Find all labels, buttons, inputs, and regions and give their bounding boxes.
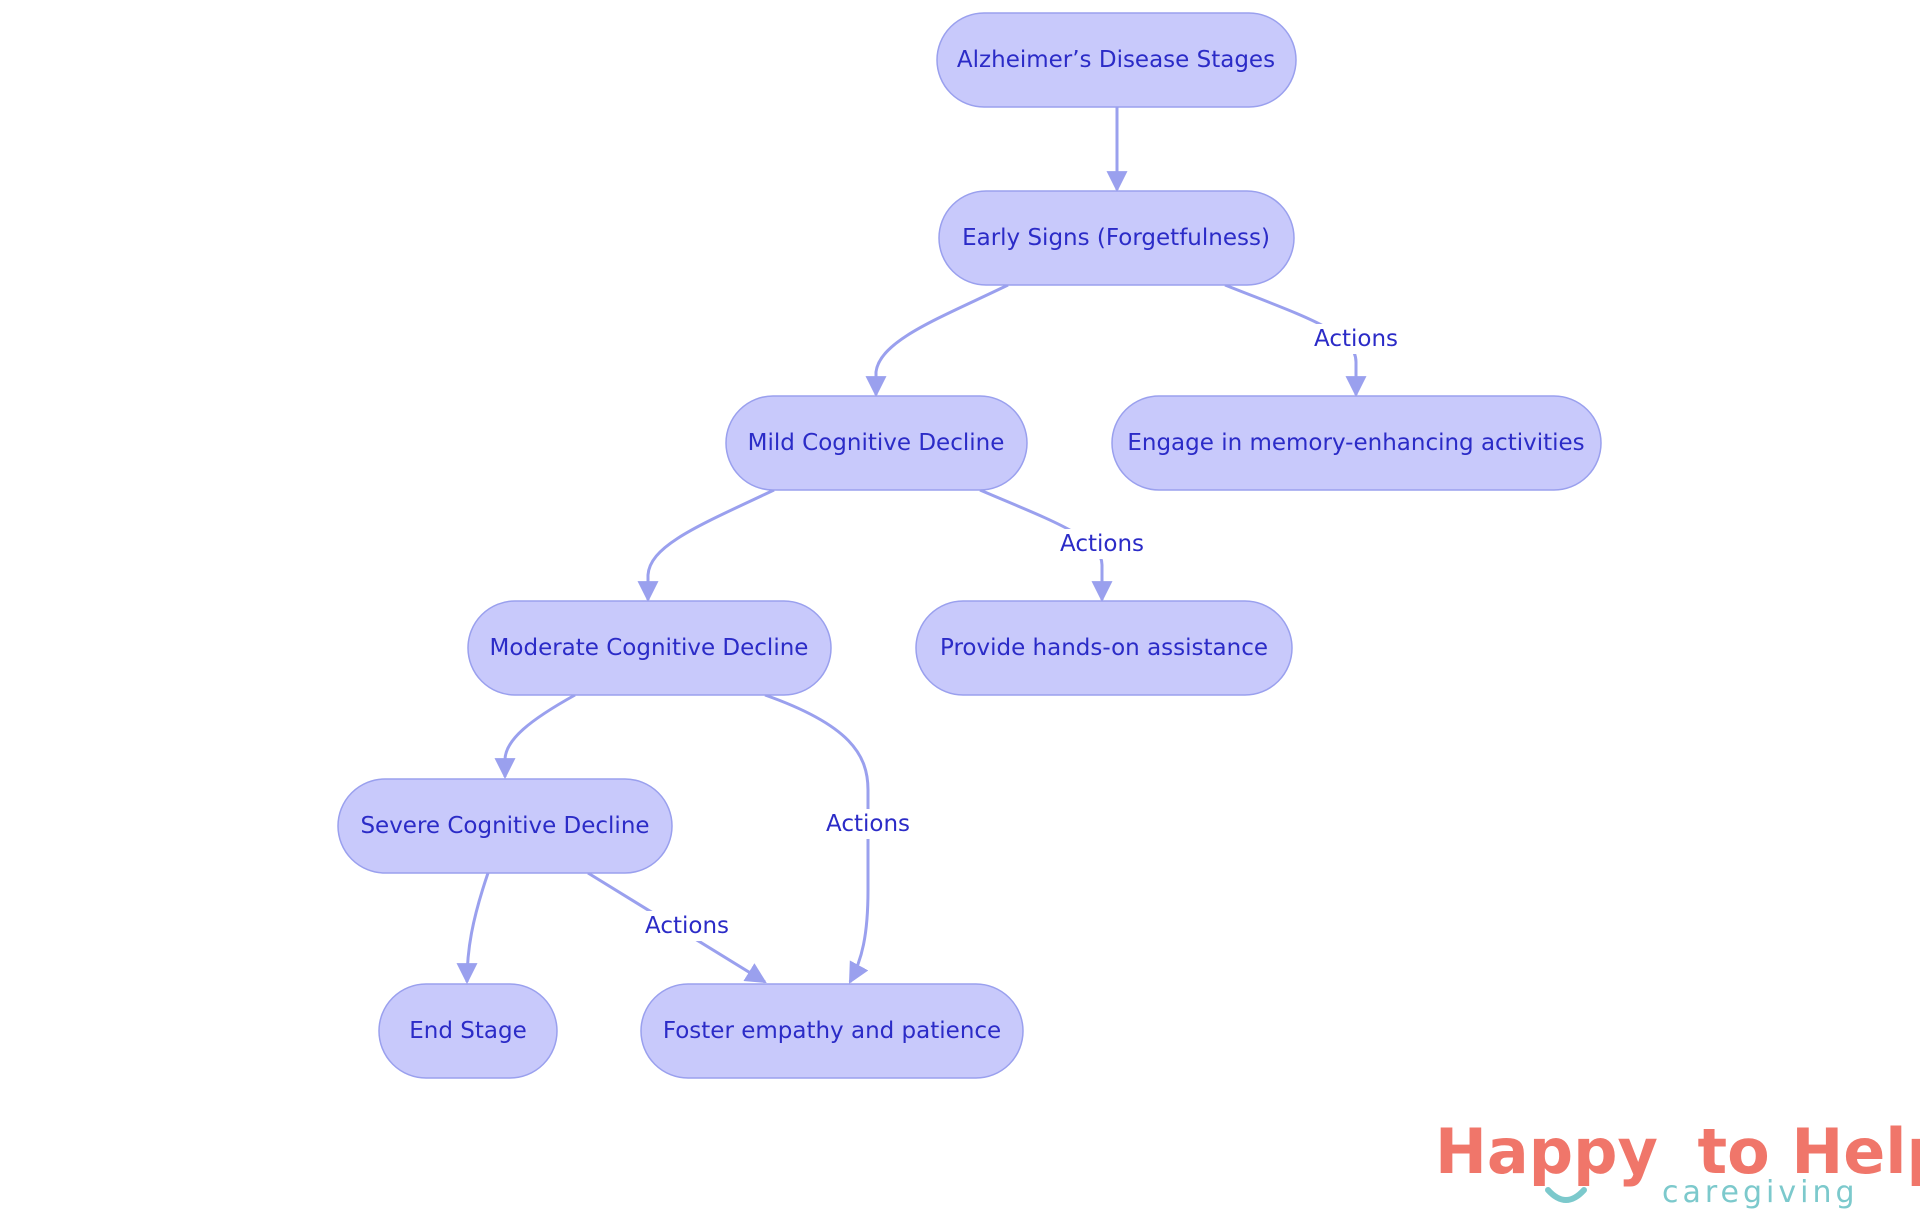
node-label: Foster empathy and patience bbox=[663, 1018, 1001, 1044]
edge-label-text: Actions bbox=[826, 811, 910, 837]
node-root: Alzheimer’s Disease Stages bbox=[936, 12, 1297, 108]
node-severe-decline: Severe Cognitive Decline bbox=[337, 778, 673, 874]
node-label: End Stage bbox=[409, 1018, 526, 1044]
logo-tagline: caregiving bbox=[1662, 1175, 1859, 1210]
edge-label-text: Actions bbox=[1060, 531, 1144, 557]
node-label: Alzheimer’s Disease Stages bbox=[957, 47, 1275, 73]
node-engage: Engage in memory-enhancing activities bbox=[1111, 395, 1602, 491]
edge-moderate-foster bbox=[764, 693, 870, 984]
edge-label-early-engage: Actions bbox=[1313, 324, 1399, 354]
edge-label-severe-foster: Actions bbox=[644, 911, 730, 941]
node-early-signs: Early Signs (Forgetfulness) bbox=[938, 190, 1295, 286]
node-foster-empathy: Foster empathy and patience bbox=[640, 983, 1024, 1079]
node-label: Engage in memory-enhancing activities bbox=[1127, 430, 1584, 456]
edge-label-text: Actions bbox=[1314, 326, 1398, 352]
node-label: Moderate Cognitive Decline bbox=[490, 635, 809, 661]
node-label: Provide hands-on assistance bbox=[940, 635, 1268, 661]
logo-smile-icon bbox=[1545, 1187, 1587, 1203]
brand-logo: Happy to Help caregiving bbox=[1435, 1115, 1920, 1210]
edge-label-moderate-foster: Actions bbox=[825, 809, 911, 839]
edge-mild-moderate bbox=[637, 488, 775, 603]
node-label: Mild Cognitive Decline bbox=[748, 430, 1005, 456]
node-provide-assistance: Provide hands-on assistance bbox=[915, 600, 1293, 696]
node-moderate-decline: Moderate Cognitive Decline bbox=[467, 600, 832, 696]
edge-severe-end bbox=[456, 872, 490, 985]
logo-word-to-help: to Help bbox=[1698, 1115, 1920, 1188]
node-label: Severe Cognitive Decline bbox=[360, 813, 649, 839]
node-mild-decline: Mild Cognitive Decline bbox=[725, 395, 1028, 491]
edge-label-text: Actions bbox=[645, 913, 729, 939]
edge-early-mild bbox=[865, 283, 1009, 398]
edge-label-mild-provide: Actions bbox=[1059, 529, 1145, 559]
node-label: Early Signs (Forgetfulness) bbox=[962, 225, 1270, 251]
edge-moderate-severe bbox=[494, 693, 576, 780]
logo-word-happy: Happy bbox=[1435, 1115, 1658, 1188]
svg-text:Happy to Help: Happy to Help bbox=[1435, 1115, 1920, 1188]
node-end-stage: End Stage bbox=[378, 983, 558, 1079]
